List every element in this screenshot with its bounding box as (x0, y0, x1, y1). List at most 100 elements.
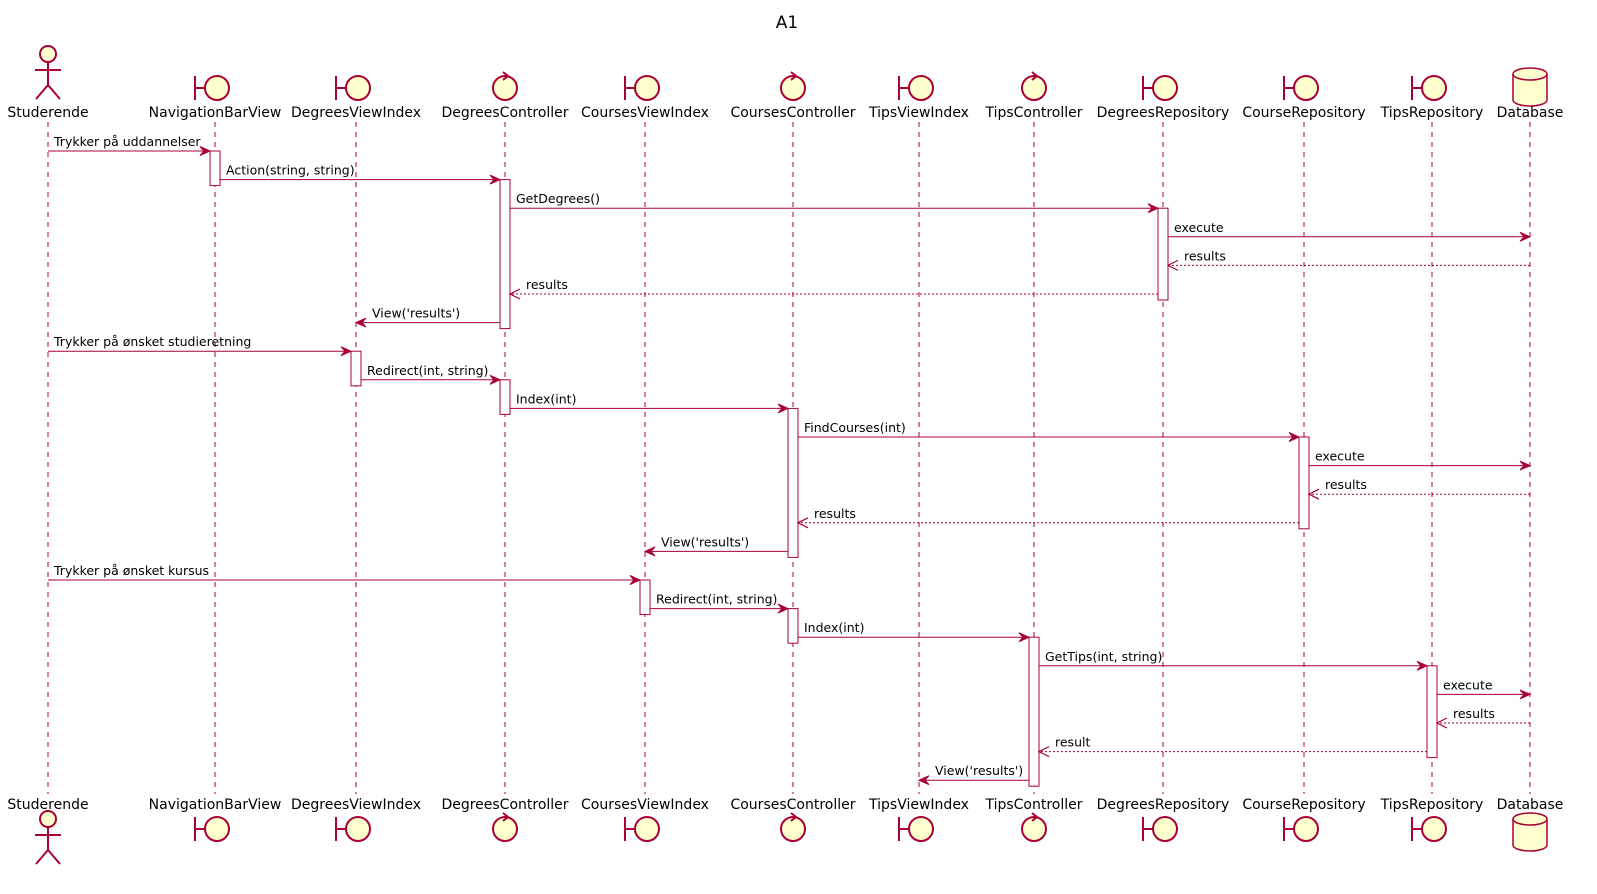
participant-label: TipsRepository (1380, 105, 1484, 121)
participant-label: Studerende (7, 105, 88, 121)
message-label: FindCourses(int) (804, 420, 906, 435)
arrowhead-filled (489, 374, 502, 385)
participant-dvi-bottom: DegreesViewIndex (291, 797, 421, 842)
arrowhead-filled (777, 603, 790, 614)
message-label: Trykker på ønsket kursus (53, 563, 209, 578)
arrowhead-open (1435, 717, 1448, 729)
control-icon (492, 71, 518, 101)
message-16: Redirect(int, string) (650, 592, 790, 614)
message-label: execute (1315, 449, 1365, 464)
participant-label: DegreesViewIndex (291, 105, 421, 121)
participant-nav-bottom: NavigationBarView (149, 797, 282, 842)
participant-tc-bottom: TipsController (984, 797, 1083, 842)
arrowhead-filled (1018, 632, 1031, 643)
message-label: results (1325, 477, 1367, 492)
participant-cc-top: CoursesController (730, 71, 856, 121)
activation-bar-cc (787, 608, 799, 644)
participant-tvi-top: TipsViewIndex (868, 75, 969, 121)
boundary-icon (1411, 75, 1447, 101)
message-1: Action(string, string) (220, 163, 502, 185)
participant-cr-top: CourseRepository (1242, 75, 1366, 121)
participant-cvi-top: CoursesViewIndex (581, 75, 709, 121)
participant-nav-top: NavigationBarView (149, 75, 281, 121)
participant-cr-bottom: CourseRepository (1242, 797, 1366, 842)
activation-bar-nav (209, 150, 221, 187)
message-7: Trykker på ønsket studieretning (48, 334, 353, 357)
participant-label: CoursesViewIndex (581, 105, 709, 121)
activation-bar-cr (1298, 436, 1310, 530)
arrowhead-filled (340, 346, 353, 357)
arrowhead-filled (489, 174, 502, 185)
participant-label: DegreesViewIndex (291, 797, 421, 813)
boundary-icon (624, 75, 660, 101)
message-label: Redirect(int, string) (367, 363, 488, 378)
boundary-icon (1411, 816, 1447, 842)
message-label: Index(int) (516, 391, 576, 406)
boundary-icon (194, 816, 230, 842)
message-label: results (1453, 706, 1495, 721)
message-15: Trykker på ønsket kursus (48, 563, 642, 585)
control-icon (780, 812, 806, 842)
message-4: results (1166, 248, 1530, 271)
activation-bar-dvi (350, 350, 362, 387)
message-label: Trykker på uddannelser (53, 134, 201, 149)
message-label: execute (1174, 220, 1224, 235)
message-3: execute (1168, 220, 1532, 242)
message-19: execute (1437, 677, 1532, 700)
participant-label: DegreesRepository (1097, 797, 1230, 813)
participant-stud-top: Studerende (7, 45, 89, 121)
participant-tr-bottom: TipsRepository (1380, 797, 1484, 842)
arrowhead-filled (1147, 203, 1160, 214)
actor-icon (35, 45, 61, 100)
control-icon (1021, 812, 1047, 842)
activation-bar-dr (1157, 207, 1169, 301)
arrowhead-filled (1288, 432, 1301, 442)
arrowhead-filled (643, 546, 656, 557)
arrowhead-filled (199, 146, 212, 156)
activation-bar-dc (499, 379, 511, 415)
message-6: View('results') (354, 306, 500, 328)
control-icon (492, 812, 518, 842)
message-10: FindCourses(int) (798, 420, 1301, 442)
activation-bar-cvi (639, 579, 651, 616)
boundary-icon (1142, 816, 1178, 842)
arrowhead-filled (1519, 460, 1532, 471)
boundary-icon (1142, 75, 1178, 101)
message-label: View('results') (372, 306, 460, 321)
message-9: Index(int) (510, 391, 790, 414)
participant-label: TipsController (984, 105, 1082, 121)
participants: StuderendeStuderendeNavigationBarViewNav… (7, 45, 1563, 865)
message-20: results (1435, 706, 1530, 729)
participant-label: NavigationBarView (149, 797, 282, 813)
activation-bars (209, 150, 1438, 787)
message-label: Index(int) (804, 620, 864, 635)
message-0: Trykker på uddannelser (48, 134, 212, 156)
participant-label: TipsController (984, 797, 1082, 813)
arrowhead-filled (1416, 660, 1429, 671)
participant-label: DegreesController (441, 105, 568, 121)
participant-cc-bottom: CoursesController (730, 797, 856, 842)
message-5: results (508, 277, 1158, 300)
participant-dc-top: DegreesController (441, 71, 569, 121)
participant-db-top: Database (1497, 67, 1563, 121)
participant-label: TipsRepository (1380, 797, 1484, 813)
activation-bar-cc (787, 407, 799, 558)
boundary-icon (624, 816, 660, 842)
arrowhead-open (796, 517, 809, 529)
participant-label: CoursesViewIndex (581, 797, 709, 813)
participant-dr-bottom: DegreesRepository (1097, 797, 1230, 842)
participant-dc-bottom: DegreesController (441, 797, 569, 842)
arrowhead-open (1166, 259, 1179, 271)
arrowhead-filled (629, 575, 642, 585)
participant-label: TipsViewIndex (868, 797, 969, 813)
activation-bar-tr (1426, 665, 1438, 759)
boundary-icon (335, 75, 371, 101)
message-14: View('results') (643, 534, 788, 557)
boundary-icon (1283, 75, 1319, 101)
participant-tc-top: TipsController (984, 71, 1083, 121)
arrowhead-filled (917, 775, 930, 786)
arrowhead-filled (1519, 231, 1532, 242)
message-label: Action(string, string) (226, 163, 355, 178)
participant-tvi-bottom: TipsViewIndex (868, 797, 969, 842)
participant-label: CourseRepository (1242, 797, 1365, 813)
